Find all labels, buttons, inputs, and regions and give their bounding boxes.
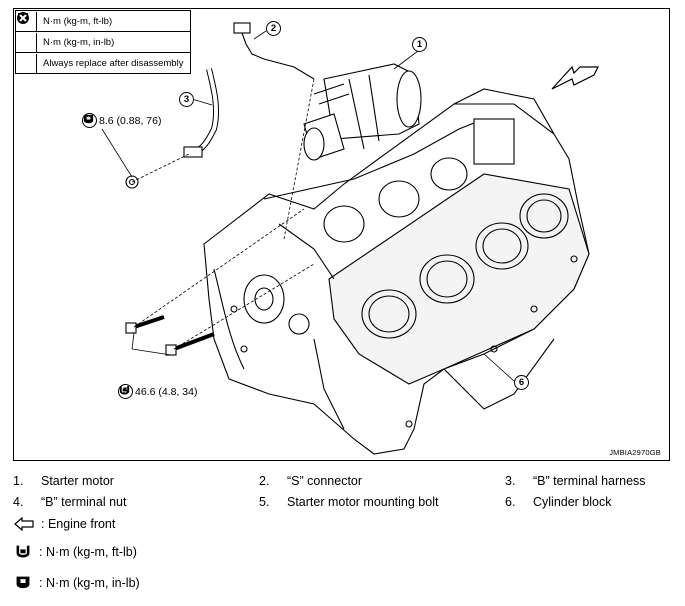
callout-1-number: 1 bbox=[412, 37, 427, 52]
part-label: Starter motor bbox=[41, 474, 114, 488]
key-nm-inlb-text: : N·m (kg-m, in-lb) bbox=[39, 576, 140, 590]
callout-3-number: 3 bbox=[179, 92, 194, 107]
part-label: Cylinder block bbox=[533, 495, 612, 509]
part-number: 3. bbox=[505, 474, 516, 488]
key-engine-front-text: : Engine front bbox=[41, 517, 116, 531]
torque-wrench-solid-icon bbox=[16, 13, 37, 52]
figure-id: JMBIA2970GB bbox=[609, 448, 661, 457]
part-number: 5. bbox=[259, 495, 270, 509]
legend-ftlb-text: N·m (kg-m, ft-lb) bbox=[43, 15, 113, 27]
key-engine-front: : Engine front bbox=[13, 517, 115, 531]
callout-5: 5 46.6 (4.8, 34) bbox=[118, 384, 197, 399]
key-nm-ftlb-text: : N·m (kg-m, ft-lb) bbox=[39, 545, 137, 559]
part-label: Starter motor mounting bolt bbox=[287, 495, 439, 509]
legend-row-replace: Always replace after disassembly bbox=[16, 12, 190, 73]
callout-3: 3 bbox=[179, 92, 194, 107]
legend-row-inlb: N·m (kg-m, in-lb) bbox=[16, 13, 190, 53]
engine-front-arrow-icon bbox=[14, 517, 34, 531]
always-replace-icon bbox=[16, 12, 37, 73]
torque-legend: N·m (kg-m, ft-lb) N·m (kg-m, in-lb) Alwa… bbox=[15, 10, 191, 74]
part-item: 1. Starter motor bbox=[13, 474, 114, 488]
s-connector-drawing bbox=[233, 22, 315, 80]
part-number: 2. bbox=[259, 474, 270, 488]
callout-2-number: 2 bbox=[266, 21, 281, 36]
part-item: 4. “B” terminal nut bbox=[13, 495, 126, 509]
key-nm-inlb: : N·m (kg-m, in-lb) bbox=[13, 574, 140, 592]
callout-1: 1 bbox=[412, 37, 427, 52]
legend-row-ftlb: N·m (kg-m, ft-lb) bbox=[16, 11, 190, 32]
legend-replace-text: Always replace after disassembly bbox=[43, 57, 184, 69]
callout-4-torque: 8.6 (0.88, 76) bbox=[99, 114, 162, 127]
b-terminal-harness-drawing bbox=[183, 68, 220, 158]
torque-wrench-icon bbox=[16, 545, 30, 558]
part-label: “B” terminal nut bbox=[41, 495, 127, 509]
torque-wrench-solid-icon bbox=[83, 114, 94, 124]
callout-6: 6 bbox=[514, 375, 529, 390]
callout-6-number: 6 bbox=[514, 375, 529, 390]
part-number: 6. bbox=[505, 495, 516, 509]
engine-front-arrow bbox=[551, 65, 599, 90]
part-number: 1. bbox=[13, 474, 24, 488]
engine-diagram: N·m (kg-m, ft-lb) N·m (kg-m, in-lb) Alwa… bbox=[13, 8, 670, 461]
starter-motor-drawing bbox=[303, 63, 422, 161]
callout-5-number: 5 bbox=[118, 384, 133, 399]
part-item: 3. “B” terminal harness bbox=[505, 474, 646, 488]
callout-4: 4 8.6 (0.88, 76) bbox=[82, 113, 161, 128]
callout-5-torque: 46.6 (4.8, 34) bbox=[135, 385, 198, 398]
leader-lines bbox=[101, 30, 515, 382]
torque-wrench-icon bbox=[119, 385, 130, 395]
part-label: “S” connector bbox=[287, 474, 363, 488]
torque-wrench-solid-icon bbox=[16, 576, 30, 589]
mounting-bolts-drawing bbox=[125, 315, 215, 356]
part-item: 5. Starter motor mounting bolt bbox=[259, 495, 438, 509]
part-item: 2. “S” connector bbox=[259, 474, 362, 488]
engine-drawing bbox=[101, 22, 599, 455]
key-nm-ftlb: : N·m (kg-m, ft-lb) bbox=[13, 543, 137, 561]
cylinder-block-drawing bbox=[203, 88, 590, 455]
part-item: 6. Cylinder block bbox=[505, 495, 612, 509]
part-number: 4. bbox=[13, 495, 24, 509]
callout-2: 2 bbox=[266, 21, 281, 36]
part-label: “B” terminal harness bbox=[533, 474, 646, 488]
legend-inlb-text: N·m (kg-m, in-lb) bbox=[43, 36, 115, 48]
